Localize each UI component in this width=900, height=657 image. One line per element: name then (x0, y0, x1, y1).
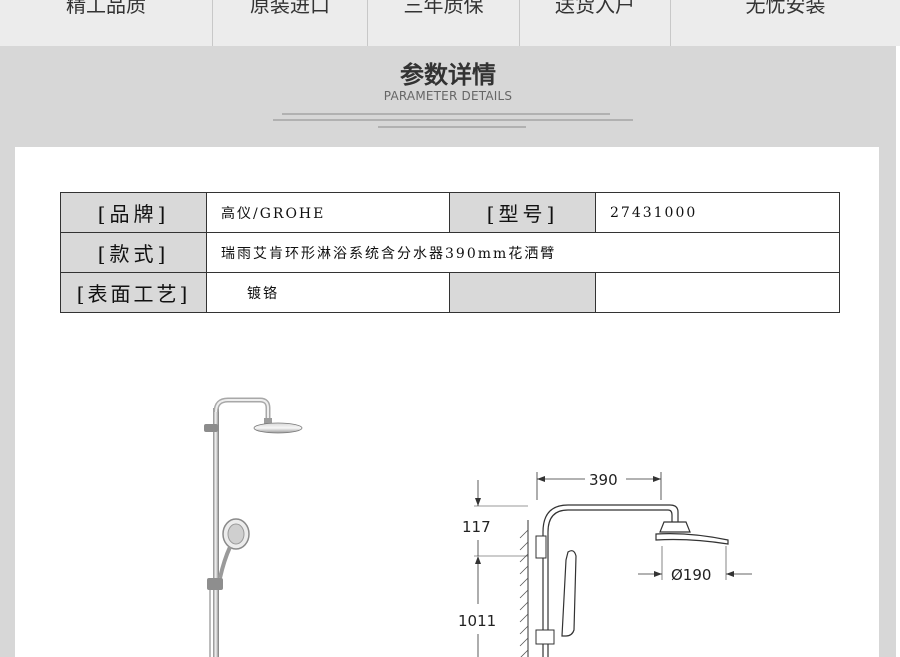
table-row: [款式] 瑞雨艾肯环形淋浴系统含分水器390mm花洒臂 (60, 232, 840, 273)
table-row: [品牌] 高仪/GROHE [型号] 27431000 (60, 192, 840, 233)
model-value: 27431000 (595, 192, 840, 233)
feature-label: 送货入户 (555, 0, 635, 17)
style-value: 瑞雨艾肯环形淋浴系统含分水器390mm花洒臂 (206, 232, 840, 273)
section-subtitle: PARAMETER DETAILS (383, 89, 513, 103)
dimension-drawing: 390 Ø190 117 1011 (458, 471, 752, 657)
brand-label: [品牌] (60, 192, 207, 233)
empty-value-cell (595, 272, 840, 313)
feature-cell: 无忧安装 (671, 0, 900, 46)
arm-length-label: 390 (589, 471, 618, 489)
top-height-label: 117 (462, 518, 491, 536)
feature-label: 无忧安装 (745, 0, 826, 17)
style-label: [款式] (60, 232, 207, 273)
head-diameter-label: Ø190 (671, 566, 711, 584)
feature-cell: 精工品质 (0, 0, 213, 46)
page-edge (896, 46, 900, 657)
shower-product-image (204, 397, 303, 657)
model-label: [型号] (449, 192, 596, 233)
feature-cell: 原装进口 (213, 0, 368, 46)
feature-cell: 三年质保 (368, 0, 520, 46)
decorative-fine-text (282, 113, 610, 115)
card-margin-right (879, 147, 896, 657)
section-header-band (0, 46, 896, 147)
feature-cell: 送货入户 (520, 0, 671, 46)
table-row: [表面工艺] 镀铬 (60, 272, 840, 313)
finish-label: [表面工艺] (60, 272, 207, 313)
decorative-fine-text (378, 126, 526, 128)
rail-height-label: 1011 (458, 612, 496, 630)
empty-label-cell (449, 272, 596, 313)
feature-label: 原装进口 (250, 0, 330, 17)
feature-strip: 精工品质 原装进口 三年质保 送货入户 无忧安装 (0, 0, 900, 46)
decorative-fine-text (273, 119, 633, 121)
finish-value: 镀铬 (206, 272, 450, 313)
feature-label: 精工品质 (66, 0, 146, 17)
feature-label: 三年质保 (403, 0, 484, 17)
spec-table: [品牌] 高仪/GROHE [型号] 27431000 [款式] 瑞雨艾肯环形淋… (60, 192, 840, 313)
section-title: 参数详情 (400, 61, 496, 89)
card-margin-left (0, 147, 15, 657)
brand-value: 高仪/GROHE (206, 192, 450, 233)
